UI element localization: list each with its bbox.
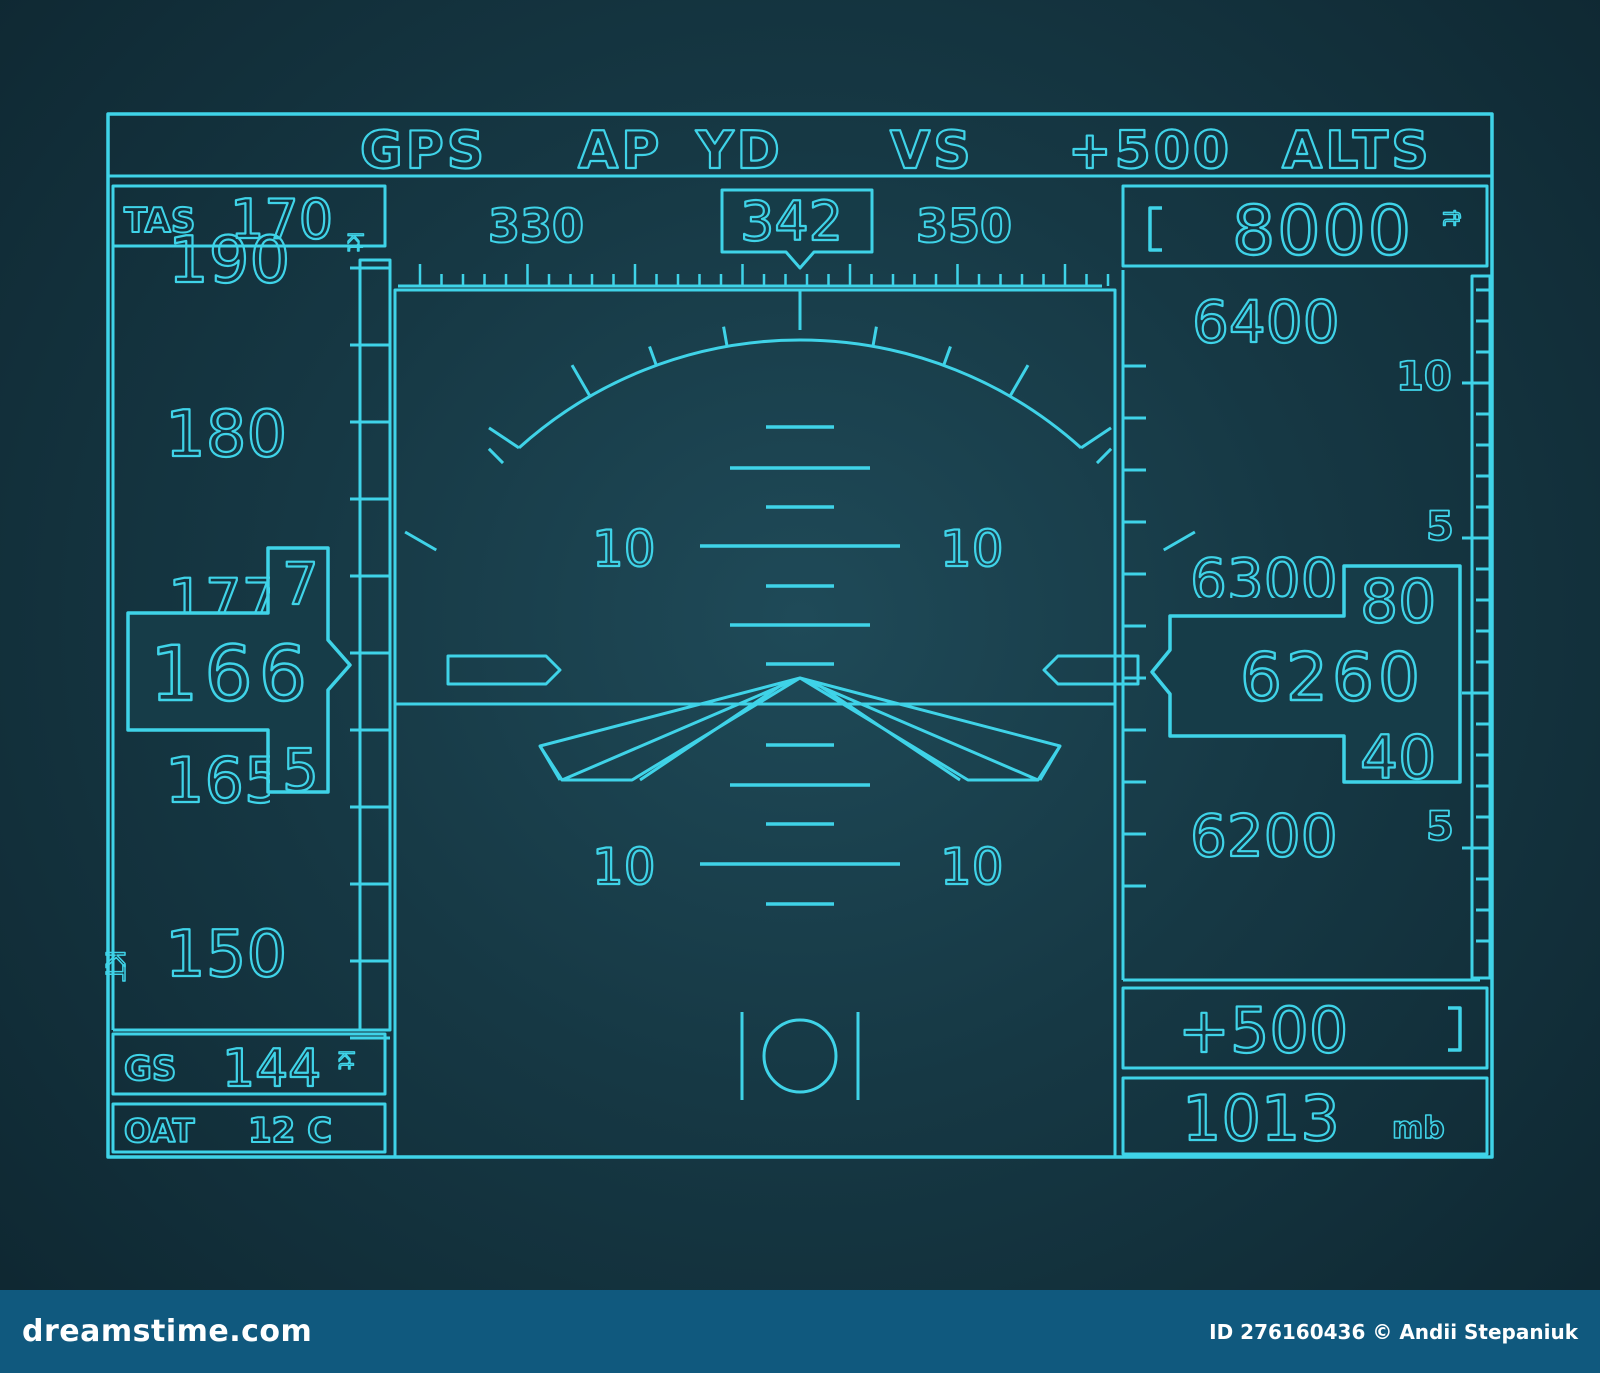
selected-altitude-bug-icon	[1148, 206, 1162, 252]
vsi-scale-ticks	[1462, 288, 1490, 943]
pitch-label: 10	[940, 838, 1004, 896]
airspeed-tape-labels: 190 180 150	[164, 223, 291, 993]
airspeed-current: 166	[150, 629, 313, 718]
primary-flight-display: GPS AP YD VS +500 ALTS TAS 170 kt 190 18…	[98, 112, 1494, 1159]
roll-tick	[871, 326, 878, 347]
heading-scale-ticks	[418, 264, 1110, 330]
oat-label: OAT	[124, 1112, 195, 1150]
annunciator-autopilot: AP	[578, 121, 662, 181]
aircraft-symbol	[538, 676, 1062, 782]
vs-bug-icon	[1448, 1006, 1462, 1052]
airspeed-unit-label: KT	[99, 950, 129, 981]
slip-skid-indicator	[740, 1012, 860, 1100]
pitch-label: 10	[592, 838, 656, 896]
roll-arc	[517, 338, 1083, 449]
roll-tick	[648, 346, 658, 366]
airspeed-tape-label: 190	[168, 224, 290, 298]
roll-arc-end-right	[1080, 426, 1112, 450]
airspeed-tape-ticks	[350, 266, 390, 1040]
vsi-label: 5	[1426, 804, 1454, 850]
pitch-labels: 10 10 10 10	[591, 519, 1005, 897]
gs-box	[111, 1032, 387, 1096]
oat-box	[111, 1102, 387, 1154]
altitude-current: 6260	[1240, 639, 1424, 716]
airspeed-tick-rail	[358, 258, 392, 1032]
altitude-tape-label: 6400	[1192, 288, 1340, 356]
airspeed-roller-below: 165	[165, 744, 283, 817]
roll-tick	[570, 364, 592, 398]
selected-altitude-box	[1121, 184, 1489, 268]
airspeed-roller-above: 177	[168, 566, 279, 634]
attitude-indicator: 10 10 10 10	[393, 288, 1196, 1159]
pitch-label: 10	[592, 520, 656, 578]
footer-brand[interactable]: dreamstime.com	[22, 1314, 313, 1349]
altitude-roller-above: 80	[1360, 567, 1436, 637]
annunciator-bar: GPS AP YD VS +500 ALTS	[359, 120, 1432, 182]
roll-tick	[1008, 364, 1030, 398]
altitude-tape-label: 6200	[1190, 802, 1338, 870]
annunciator-yaw-damper: YD	[695, 121, 783, 181]
altitude-indicator: 8000 ft 6400 6300 6200 10 5 5 80 40 6260…	[1121, 184, 1492, 1156]
airspeed-roller-digit-above: 7	[282, 550, 319, 618]
aircraft-wing-right-inner	[809, 680, 1062, 782]
vs-target: +500	[1178, 994, 1348, 1067]
roll-tick	[1162, 530, 1196, 552]
selected-altitude: 8000	[1232, 192, 1413, 271]
watermark-footer: dreamstime.com ID 276160436 © Andii Step…	[0, 1290, 1600, 1373]
airspeed-tape-label: 150	[165, 918, 287, 992]
level-bar-right	[1042, 654, 1140, 686]
vs-target-box	[1121, 986, 1489, 1070]
oat-value: 12 C	[248, 1111, 332, 1151]
altitude-tape-label: 6300	[1190, 546, 1338, 614]
vsi-labels: 10 5 5	[1395, 353, 1455, 851]
heading-indicator: 330 350 342	[398, 188, 1110, 330]
airspeed-roller-digit-below: 5	[282, 736, 319, 804]
heading-readout-box	[720, 188, 874, 270]
roll-tick	[1095, 447, 1113, 465]
tas-value: 170	[230, 188, 333, 251]
gs-value: 144	[222, 1039, 321, 1099]
annunciator-vs-target: +500	[1068, 121, 1232, 181]
vsi-label: 5	[1426, 504, 1454, 550]
airspeed-tape-label: 180	[165, 398, 287, 472]
airspeed-indicator: TAS 170 kt 190 180 150 177 165 7 5 166 K…	[98, 184, 392, 1154]
footer-credit: ID 276160436 © Andii Stepaniuk	[1209, 1319, 1578, 1344]
roll-arc-end-left	[488, 426, 520, 450]
gs-label: GS	[124, 1049, 176, 1089]
baro-setting: 1013	[1182, 1082, 1340, 1155]
vsi-label: 10	[1396, 354, 1452, 400]
altitude-tape-labels: 6400 6300 6200	[1189, 287, 1341, 871]
altitude-readout-box	[1150, 564, 1462, 784]
roll-tick	[942, 346, 952, 366]
roll-tick	[404, 530, 438, 552]
altitude-tape-ticks	[1123, 364, 1146, 888]
annunciator-nav-mode: GPS	[360, 121, 487, 181]
roll-tick	[722, 326, 729, 347]
level-bar-left	[446, 654, 562, 686]
roll-scale	[404, 326, 1196, 552]
annunciator-alt-mode: ALTS	[1282, 121, 1432, 181]
tas-box	[111, 184, 387, 248]
baro-unit: mb	[1392, 1111, 1445, 1146]
baro-box	[1121, 1076, 1489, 1156]
heading-label-left: 330	[488, 199, 584, 253]
roll-tick	[487, 447, 505, 465]
pitch-ladder	[700, 425, 900, 906]
airspeed-readout-box	[126, 546, 352, 794]
tas-unit: kt	[343, 232, 367, 252]
annunciator-vertical-mode: VS	[890, 121, 974, 181]
attitude-frame	[393, 288, 1117, 1159]
vsi-rail	[1470, 274, 1492, 980]
heading-current: 342	[740, 190, 843, 253]
aircraft-wing-left-inner	[538, 680, 791, 782]
gs-unit: kt	[334, 1050, 358, 1070]
selected-altitude-unit: ft	[1438, 210, 1463, 226]
tas-label: TAS	[124, 201, 195, 241]
heading-label-right: 350	[916, 199, 1012, 253]
pitch-label: 10	[940, 520, 1004, 578]
altitude-roller-below: 40	[1360, 723, 1436, 793]
